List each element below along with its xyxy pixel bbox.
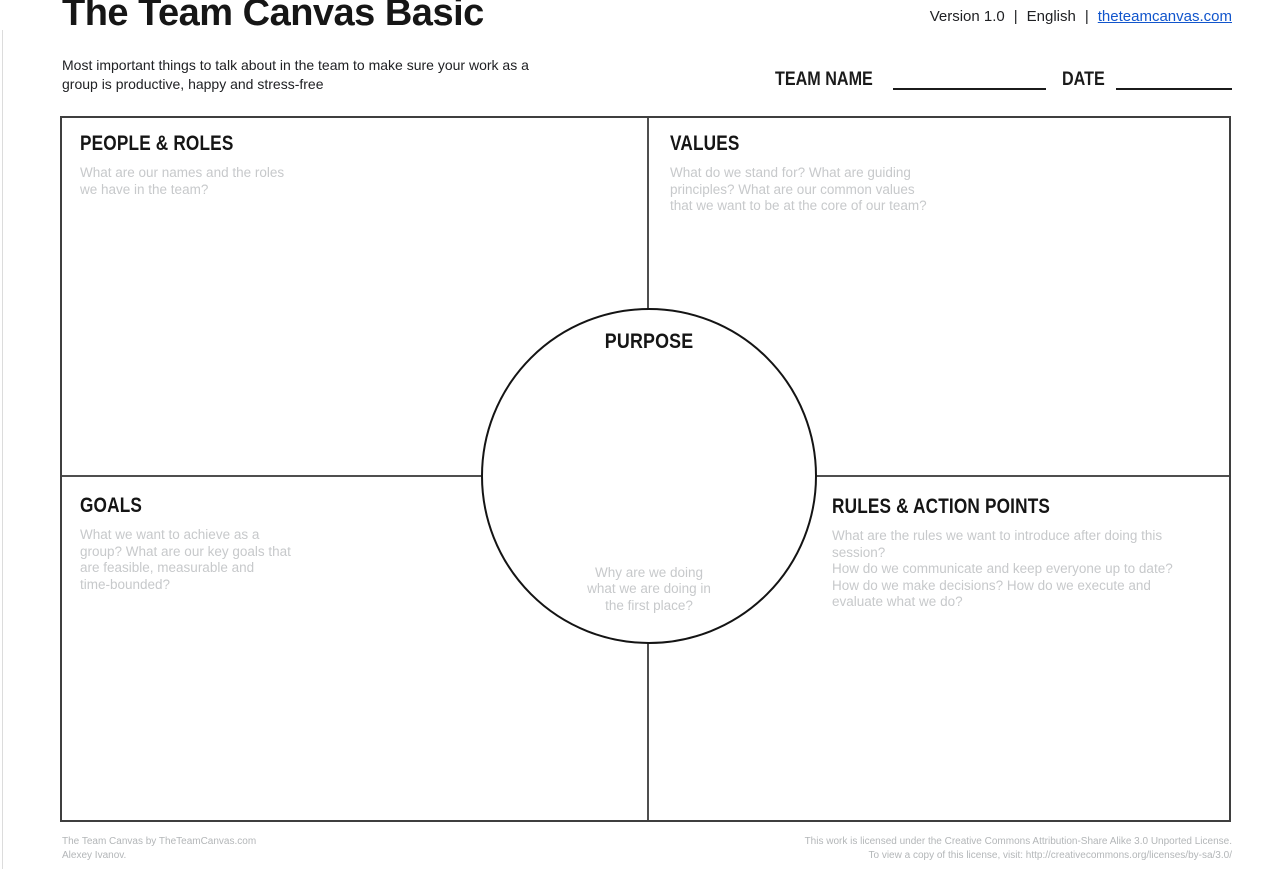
divider-horizontal-left [62,475,481,477]
purpose-circle: PURPOSE Why are we doing what we are doi… [481,308,817,644]
quadrant-people-roles: PEOPLE & ROLES What are our names and th… [80,132,284,198]
team-name-label: TEAM NAME [775,69,873,90]
version-label: Version 1.0 [929,8,1005,25]
quadrant-title-goals: GOALS [80,494,143,517]
meta-bar: Version 1.0 | English | theteamcanvas.com [930,8,1232,25]
divider-vertical-bottom [647,643,649,820]
quadrant-title-rules-action-points: RULES & ACTION POINTS [832,495,1051,518]
quadrant-hint-people-roles: What are our names and the roles we have… [80,165,285,197]
page-title: The Team Canvas Basic [62,0,484,34]
divider-horizontal-right [814,475,1229,477]
footer-credit: The Team Canvas by TheTeamCanvas.com Ale… [62,836,257,861]
quadrant-hint-goals: What we want to achieve as a group? What… [80,527,291,592]
date-label: DATE [1062,69,1105,90]
quadrant-rules-action-points: RULES & ACTION POINTS What are the rules… [832,495,1173,611]
quadrant-title-values: VALUES [670,132,740,155]
language-label: English [1026,8,1076,25]
date-blank-line [1116,88,1232,90]
page-left-edge [2,30,3,869]
quadrant-values: VALUES What do we stand for? What are gu… [670,132,927,215]
quadrant-hint-rules-action-points: What are the rules we want to introduce … [832,528,1173,609]
canvas-grid: PEOPLE & ROLES What are our names and th… [60,116,1231,822]
meta-separator: | [1013,8,1018,25]
purpose-hint: Why are we doing what we are doing in th… [587,564,711,613]
meta-separator: | [1084,8,1089,25]
purpose-title: PURPOSE [604,330,694,353]
quadrant-title-people-roles: PEOPLE & ROLES [80,132,234,155]
divider-vertical-top [647,118,649,312]
team-name-blank-line [893,88,1046,90]
footer-license: This work is licensed under the Creative… [804,836,1232,861]
quadrant-goals: GOALS What we want to achieve as a group… [80,494,291,593]
page-subtitle: Most important things to talk about in t… [62,57,529,92]
quadrant-hint-values: What do we stand for? What are guiding p… [670,165,927,213]
site-link[interactable]: theteamcanvas.com [1097,8,1232,25]
